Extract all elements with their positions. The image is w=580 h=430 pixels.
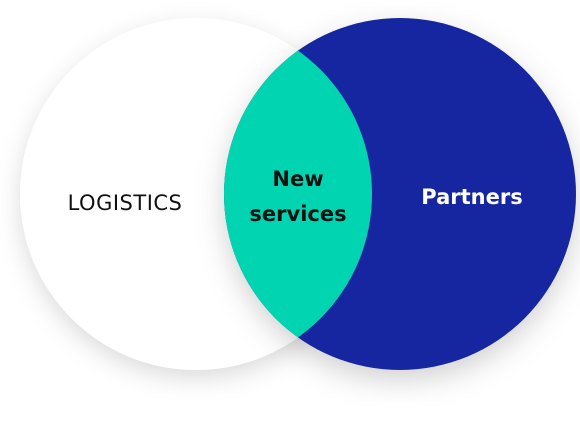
logistics-label: LOGISTICS (68, 191, 183, 215)
overlap-label-line2: services (249, 202, 346, 226)
partners-label: Partners (421, 185, 522, 209)
overlap-region (224, 18, 372, 370)
overlap-label-line1: New (272, 167, 323, 191)
